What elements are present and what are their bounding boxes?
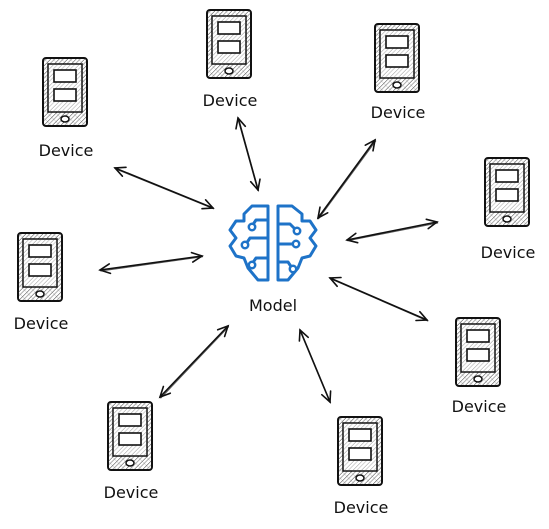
bidirectional-arrow bbox=[98, 251, 204, 275]
bidirectional-arrow bbox=[298, 328, 332, 404]
bidirectional-arrow bbox=[235, 116, 261, 192]
model-node: Model bbox=[228, 204, 318, 315]
device-label: Device bbox=[104, 483, 159, 502]
device-label: Device bbox=[371, 103, 426, 122]
device-label: Device bbox=[334, 498, 389, 517]
model-label: Model bbox=[249, 296, 297, 315]
bidirectional-arrow bbox=[316, 138, 377, 220]
phone-icon bbox=[206, 9, 252, 79]
device-label: Device bbox=[39, 141, 94, 160]
phone-icon bbox=[484, 157, 530, 227]
phone-icon bbox=[42, 57, 88, 127]
phone-icon bbox=[107, 401, 153, 471]
device-label: Device bbox=[203, 91, 258, 110]
bidirectional-arrow bbox=[328, 276, 429, 322]
phone-icon bbox=[455, 317, 501, 387]
device-node: Device bbox=[14, 232, 69, 333]
device-node: Device bbox=[39, 57, 94, 160]
connection-arrows bbox=[98, 116, 439, 404]
circuit-node-icons bbox=[240, 222, 302, 274]
phone-icon bbox=[17, 232, 63, 302]
device-label: Device bbox=[452, 397, 507, 416]
bidirectional-arrow bbox=[345, 218, 439, 244]
phone-icon bbox=[337, 416, 383, 486]
device-node: Device bbox=[104, 401, 159, 502]
bidirectional-arrow bbox=[158, 324, 230, 399]
device-node: Device bbox=[481, 157, 536, 262]
phone-icon bbox=[374, 23, 420, 93]
bidirectional-arrow bbox=[113, 166, 215, 210]
device-node: Device bbox=[203, 9, 258, 110]
device-label: Device bbox=[481, 243, 536, 262]
device-label: Device bbox=[14, 314, 69, 333]
device-nodes: DeviceDeviceDeviceDeviceDeviceDeviceDevi… bbox=[14, 9, 536, 517]
device-node: Device bbox=[371, 23, 426, 122]
device-node: Device bbox=[334, 416, 389, 517]
device-node: Device bbox=[452, 317, 507, 416]
